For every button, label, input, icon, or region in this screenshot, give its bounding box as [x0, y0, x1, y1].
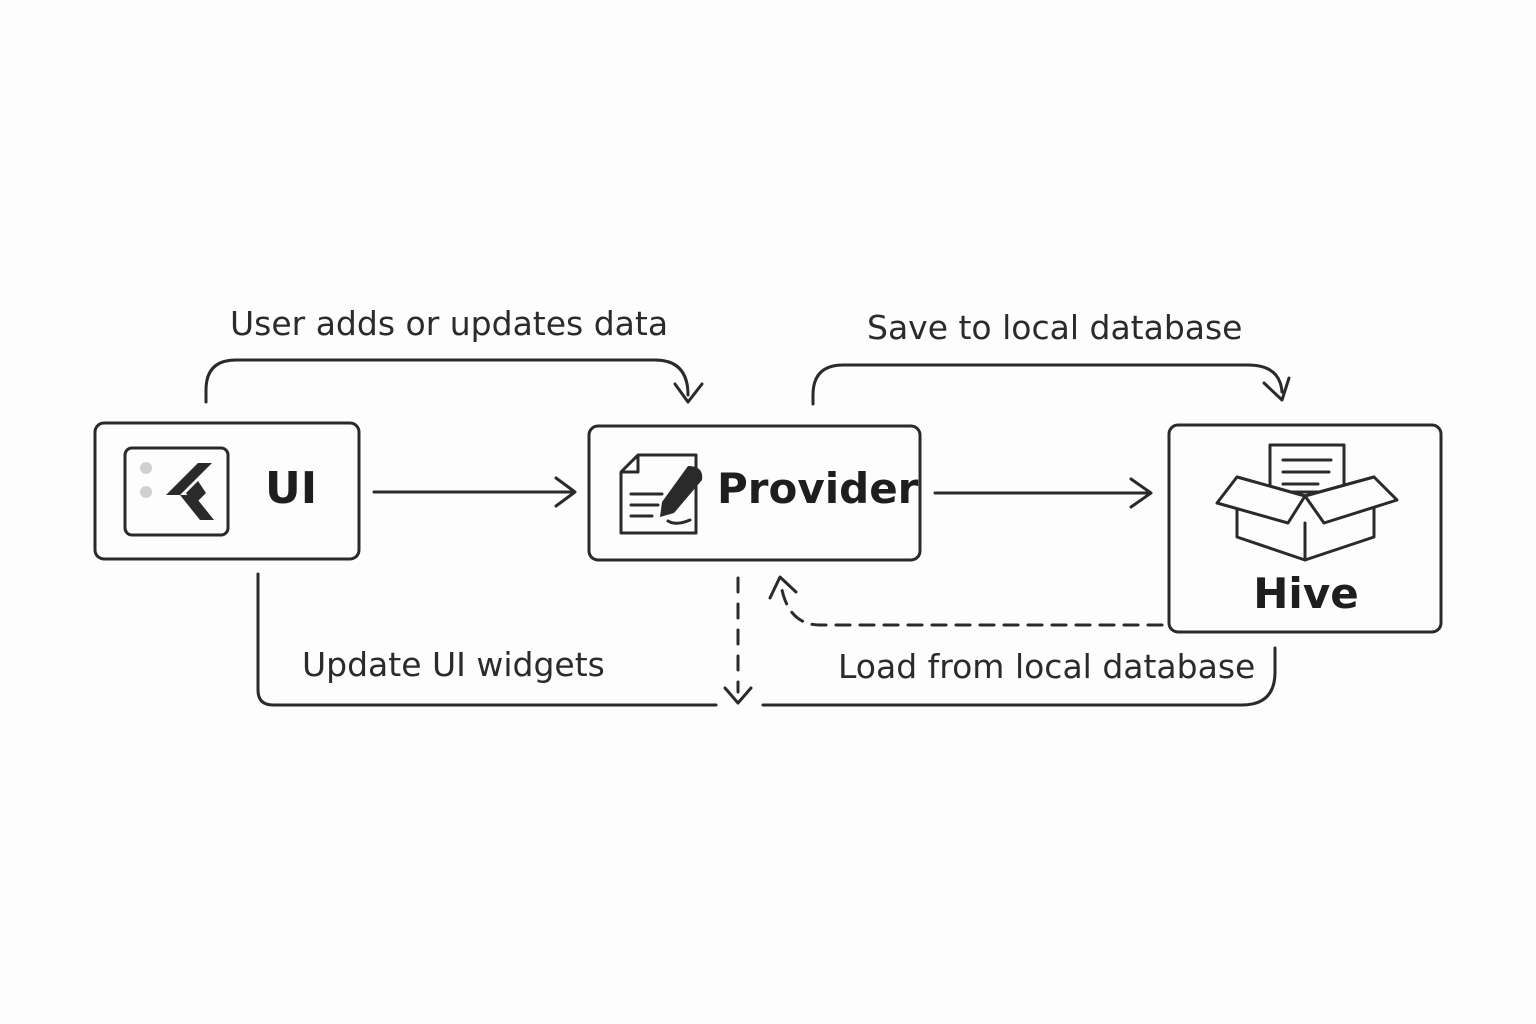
edge-label-update-ui: Update UI widgets [302, 645, 605, 684]
edge-save-to-db [811, 363, 1291, 406]
node-provider: Provider [587, 424, 922, 562]
arrow-provider-to-hive [933, 477, 1153, 509]
edge-update-ui [256, 572, 718, 707]
edge-load-from-db [768, 575, 1164, 627]
edge-label-save-to-db: Save to local database [867, 308, 1243, 347]
edge-label-user-adds: User adds or updates data [230, 304, 668, 343]
edge-user-adds [204, 358, 704, 404]
node-provider-title: Provider [717, 464, 919, 513]
edge-label-load-from-db: Load from local database [838, 647, 1255, 686]
edge-provider-dashed-down [723, 576, 753, 705]
arrow-ui-to-provider [372, 476, 577, 508]
flutter-logo-icon [123, 446, 230, 537]
edge-load-loop-bottom [761, 646, 1277, 707]
node-ui-title: UI [265, 463, 317, 514]
node-hive: Hive [1167, 423, 1443, 634]
node-hive-title: Hive [1253, 569, 1358, 618]
document-pen-icon [619, 453, 703, 535]
node-ui: UI [93, 421, 361, 561]
open-box-icon [1215, 443, 1399, 562]
